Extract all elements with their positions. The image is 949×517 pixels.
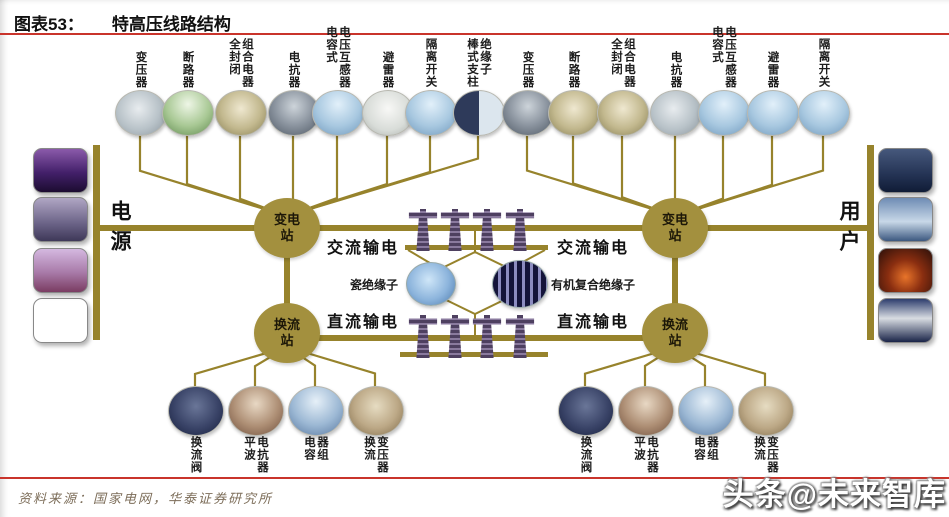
equipment-label: 平波 电抗器	[633, 436, 658, 474]
equipment-photo	[738, 386, 794, 436]
ac-transmission-label-left: 交流输电	[326, 240, 400, 257]
fan-line	[571, 133, 676, 218]
equipment-label: 避雷器	[381, 50, 394, 89]
transmission-line	[405, 245, 548, 250]
thermal-plant-photo	[33, 197, 88, 242]
converter-station-right-node: 换流 站	[642, 303, 708, 363]
porcelain-insulator-label: 瓷绝缘子	[350, 278, 399, 292]
equipment-photo	[168, 386, 224, 436]
equipment-label: 平波 电抗器	[243, 436, 268, 474]
fan-line	[286, 345, 377, 387]
transmission-line	[867, 145, 874, 340]
equipment-photo	[502, 90, 554, 136]
equipment-photo	[228, 386, 284, 436]
converter-station-left-node: 换流 站	[254, 303, 320, 363]
equipment-label: 断路器	[567, 50, 580, 89]
equipment-photo	[618, 386, 674, 436]
equipment-photo	[747, 90, 799, 136]
top-rule	[0, 33, 949, 35]
dc-transmission-label-left: 直流输电	[326, 314, 400, 331]
fan-line	[286, 133, 432, 218]
substation-left-node: 变电 站	[254, 198, 320, 258]
equipment-label: 隔离开关	[817, 38, 830, 88]
equipment-label: 电抗器	[669, 50, 682, 89]
figure-title: 特高压线路结构	[111, 15, 231, 34]
equipment-photo	[348, 386, 404, 436]
transmission-line	[284, 228, 290, 333]
equipment-label: 电容 器组	[693, 436, 718, 461]
composite-insulator-photo	[492, 260, 548, 308]
equipment-photo	[215, 90, 267, 136]
equipment-photo	[678, 386, 734, 436]
equipment-label: 全封闭 组合电器	[228, 38, 253, 88]
equipment-label: 电容式 电压互感器	[325, 25, 350, 89]
fan-line	[185, 133, 288, 218]
equipment-label: 电抗器	[287, 50, 300, 89]
equipment-label: 棒式支柱 绝缘子	[466, 38, 491, 88]
equipment-photo	[698, 90, 750, 136]
wind-farm-photo	[33, 248, 88, 293]
fan-line	[138, 133, 288, 218]
equipment-label: 变压器	[134, 50, 147, 89]
equipment-photo	[453, 90, 505, 136]
composite-insulator-label: 有机复合绝缘子	[551, 278, 636, 292]
equipment-photo	[405, 90, 457, 136]
satellite-dish-photo	[878, 298, 933, 343]
equipment-label: 避雷器	[766, 50, 779, 89]
equipment-photo	[115, 90, 167, 136]
dc-transmission-label-right: 直流输电	[556, 314, 630, 331]
equipment-photo	[650, 90, 702, 136]
fan-line	[286, 133, 480, 218]
equipment-label: 换流 变压器	[363, 436, 388, 474]
bottom-rule	[0, 477, 949, 479]
hydropower-photo	[33, 298, 88, 343]
equipment-label: 电容 器组	[303, 436, 328, 461]
equipment-label: 全封闭 组合电器	[610, 38, 635, 88]
transmission-line	[400, 352, 548, 357]
fan-line	[674, 345, 767, 387]
equipment-label: 电容式 电压互感器	[711, 25, 736, 89]
equipment-photo	[597, 90, 649, 136]
transmission-line	[284, 335, 678, 341]
equipment-photo	[548, 90, 600, 136]
power-source-label: 电源	[108, 200, 131, 260]
fan-line	[583, 345, 676, 387]
high-speed-train-photo	[878, 197, 933, 242]
equipment-label: 换流 变压器	[753, 436, 778, 474]
nuclear-plant-photo	[33, 148, 88, 193]
figure-header: 图表53： 特高压线路结构	[14, 10, 231, 35]
power-user-label: 用户	[837, 200, 860, 260]
fan-line	[674, 133, 825, 218]
equipment-photo	[312, 90, 364, 136]
equipment-label: 换流阀	[189, 436, 202, 474]
equipment-photo	[798, 90, 850, 136]
ac-transmission-label-right: 交流输电	[556, 240, 630, 257]
equipment-photo	[268, 90, 320, 136]
equipment-label: 隔离开关	[424, 38, 437, 88]
equipment-label: 换流阀	[579, 436, 592, 474]
fan-line	[525, 133, 676, 218]
steel-furnace-photo	[878, 248, 933, 293]
porcelain-insulator-photo	[406, 262, 456, 306]
figure-number: 图表53：	[14, 15, 84, 34]
toutiao-watermark: 头条@未来智库	[722, 477, 946, 512]
fan-line	[193, 345, 288, 387]
equipment-photo	[288, 386, 344, 436]
equipment-photo	[162, 90, 214, 136]
transmission-line	[93, 145, 100, 340]
substation-right-node: 变电 站	[642, 198, 708, 258]
data-source-note: 资料来源：国家电网，华泰证券研究所	[18, 491, 274, 506]
transmission-line	[672, 228, 678, 333]
equipment-label: 变压器	[521, 50, 534, 89]
equipment-label: 断路器	[181, 50, 194, 89]
city-building-photo	[878, 148, 933, 193]
equipment-photo	[558, 386, 614, 436]
